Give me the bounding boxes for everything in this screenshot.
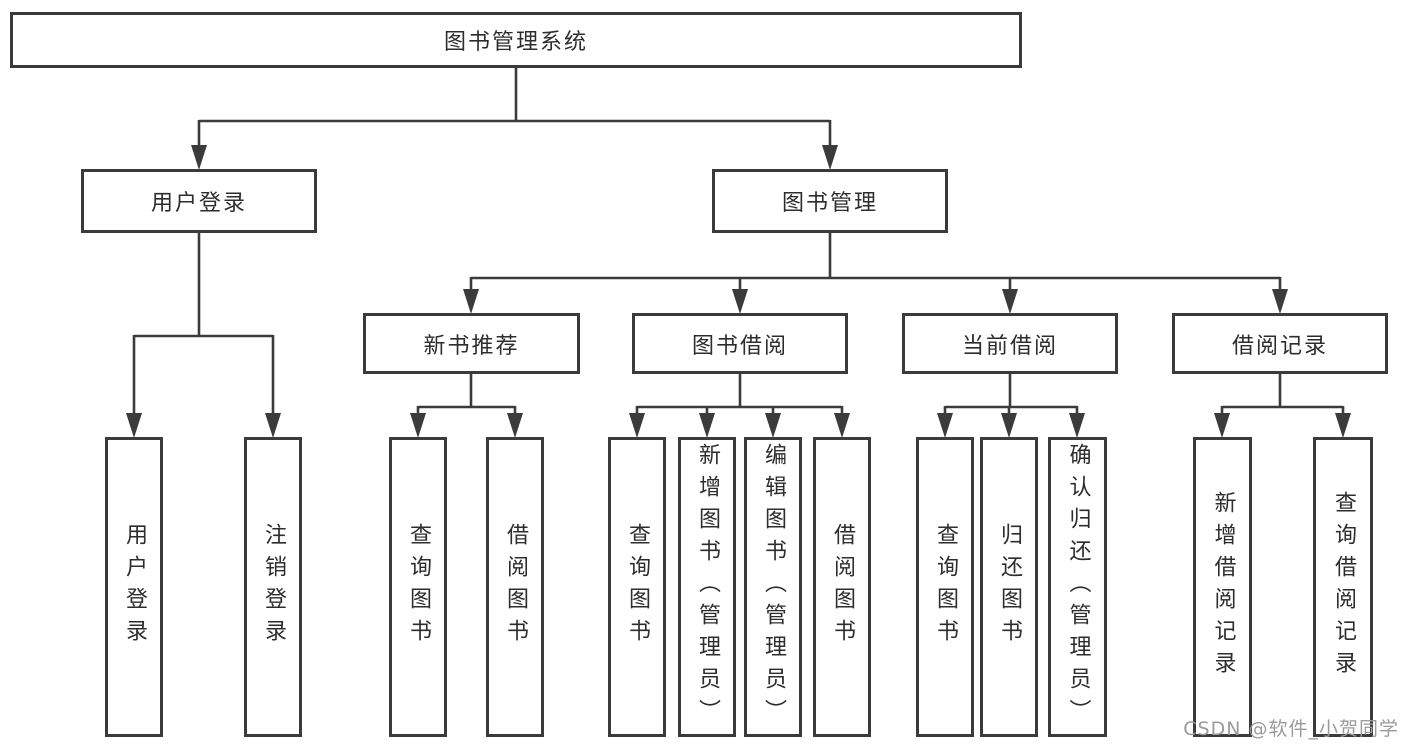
- leaf-current-query-books: 查询图书: [916, 437, 974, 737]
- node-book-management-label: 图书管理: [781, 191, 878, 216]
- leaf-borrow-books-label: 借阅图书: [830, 523, 855, 651]
- csdn-watermark: CSDN @软件_小贺同学: [1183, 718, 1399, 740]
- leaf-user-login: 用户登录: [105, 437, 163, 737]
- leaf-recommend-borrow-books: 借阅图书: [486, 437, 544, 737]
- leaf-confirm-return-admin: 确认归还（管理员）: [1048, 437, 1107, 737]
- leaf-user-login-label: 用户登录: [122, 523, 147, 651]
- leaf-edit-books-admin: 编辑图书（管理员）: [744, 437, 802, 737]
- node-user-login: 用户登录: [81, 169, 317, 233]
- leaf-confirm-return-admin-label: 确认归还（管理员）: [1065, 443, 1091, 731]
- leaf-recommend-query-books: 查询图书: [389, 437, 447, 737]
- node-new-book-recommend-label: 新书推荐: [423, 333, 520, 359]
- node-book-management: 图书管理: [712, 169, 948, 233]
- node-book-borrow: 图书借阅: [632, 313, 848, 374]
- node-borrow-records: 借阅记录: [1172, 313, 1388, 374]
- leaf-query-borrow-record: 查询借阅记录: [1313, 437, 1373, 737]
- leaf-borrow-books: 借阅图书: [813, 437, 871, 737]
- node-root-system: 图书管理系统: [10, 12, 1022, 68]
- leaf-add-books-admin: 新增图书（管理员）: [678, 437, 736, 737]
- leaf-add-books-admin-label: 新增图书（管理员）: [695, 443, 720, 731]
- leaf-recommend-borrow-books-label: 借阅图书: [503, 523, 528, 651]
- leaf-return-books: 归还图书: [980, 437, 1038, 737]
- leaf-current-query-books-label: 查询图书: [933, 523, 958, 651]
- leaf-edit-books-admin-label: 编辑图书（管理员）: [761, 443, 786, 731]
- leaf-query-borrow-record-label: 查询借阅记录: [1331, 491, 1356, 683]
- node-new-book-recommend: 新书推荐: [363, 313, 580, 374]
- leaf-logout-label: 注销登录: [261, 523, 286, 651]
- node-user-login-label: 用户登录: [150, 191, 247, 216]
- leaf-return-books-label: 归还图书: [997, 523, 1022, 651]
- leaf-recommend-query-books-label: 查询图书: [406, 523, 431, 651]
- node-current-borrow-label: 当前借阅: [961, 333, 1058, 359]
- node-root-label: 图书管理系统: [443, 30, 588, 55]
- leaf-logout: 注销登录: [244, 437, 302, 737]
- leaf-borrow-query-books-label: 查询图书: [625, 523, 650, 651]
- node-current-borrow: 当前借阅: [902, 313, 1118, 374]
- leaf-add-borrow-record-label: 新增借阅记录: [1210, 491, 1236, 683]
- leaf-add-borrow-record: 新增借阅记录: [1193, 437, 1252, 737]
- leaf-borrow-query-books: 查询图书: [608, 437, 666, 737]
- node-borrow-records-label: 借阅记录: [1231, 333, 1328, 359]
- node-book-borrow-label: 图书借阅: [691, 333, 788, 359]
